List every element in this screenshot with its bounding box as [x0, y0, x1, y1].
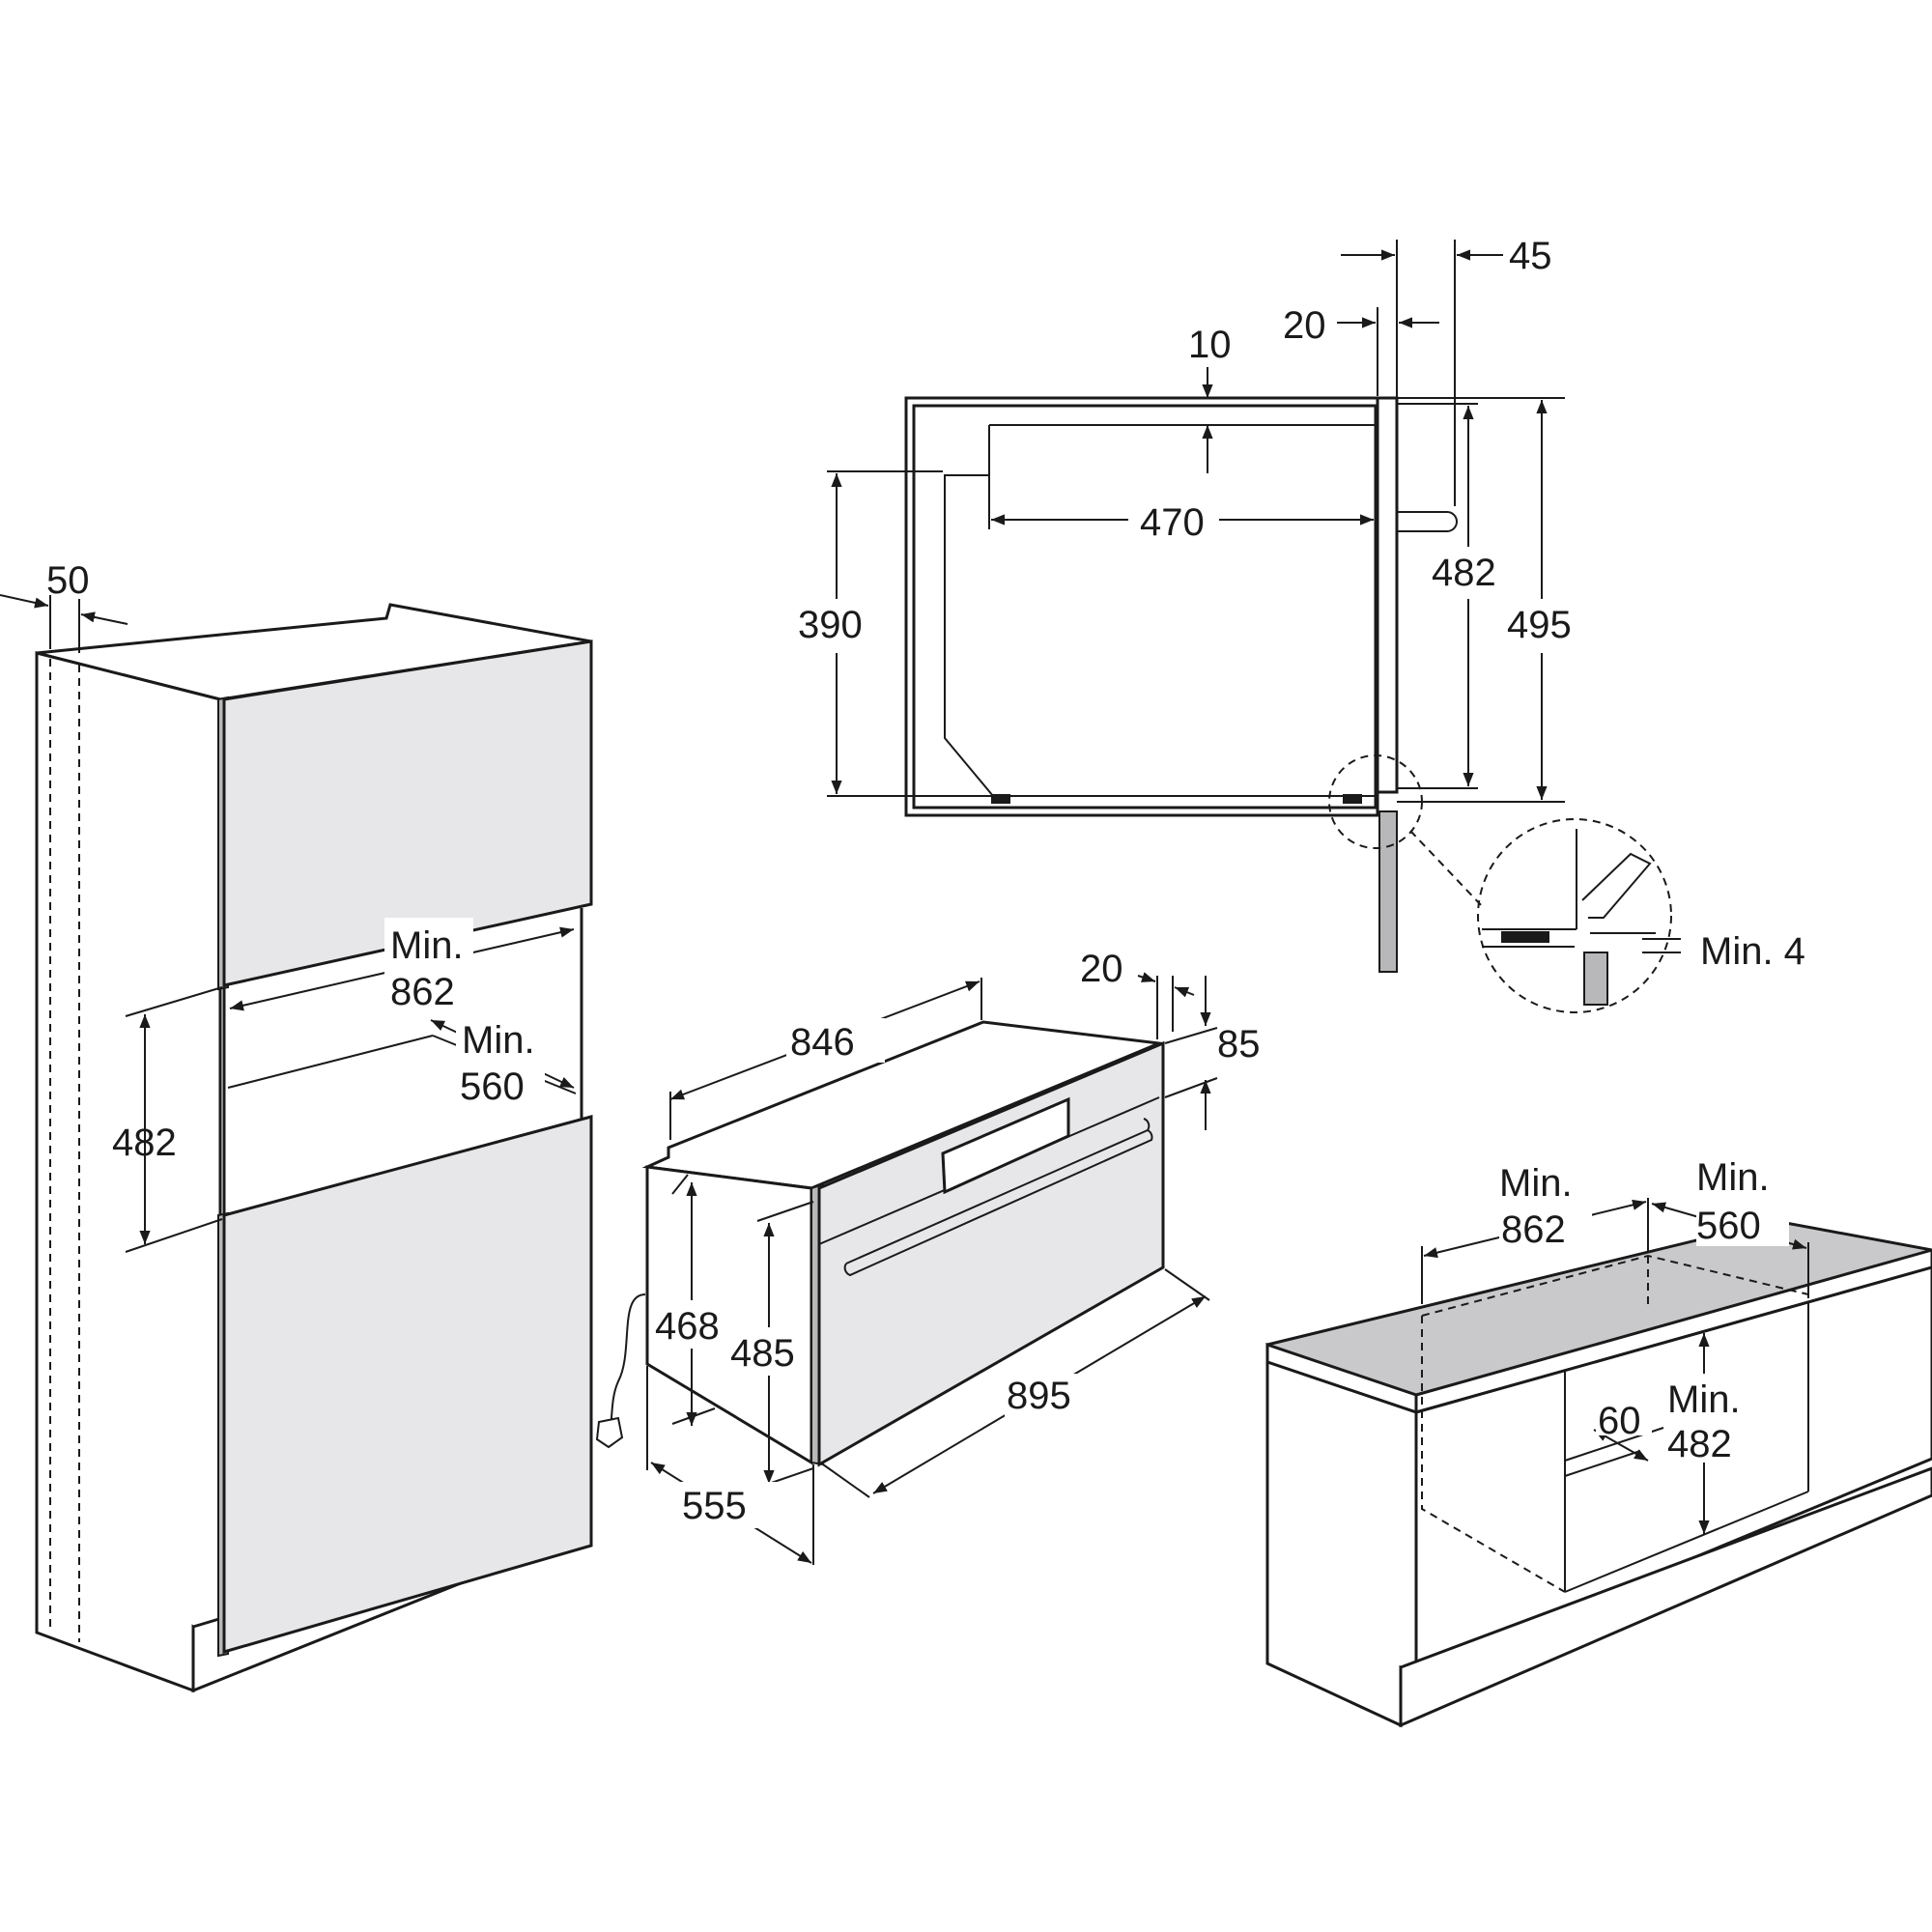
- dim-min-862-bg: [384, 918, 473, 1009]
- dim-468-ext-a: [671, 1174, 689, 1195]
- dim-b482-bg: [1665, 1378, 1762, 1463]
- dim-85-ext-a: [1164, 1027, 1218, 1044]
- dim-895-ext-b: [1164, 1268, 1210, 1301]
- niche-back-line: [227, 1035, 434, 1089]
- dim-482-ext-bottom: [125, 1218, 223, 1253]
- dim-468-ext-b: [671, 1407, 716, 1425]
- dim-470-label: 470: [1140, 501, 1205, 544]
- dim-555-bg: [680, 1482, 779, 1528]
- dim-min-862-value: 862: [390, 971, 455, 1013]
- dim-468-label: 468: [655, 1305, 720, 1348]
- base-cabinet-side: [1265, 1359, 1418, 1728]
- base-cabinet-plinth: [1399, 1466, 1932, 1728]
- base-niche-bottom: [1564, 1491, 1809, 1593]
- dim-min-560-value: 560: [460, 1065, 525, 1108]
- dim-20a-arrow-a: [1137, 972, 1156, 982]
- dim-b560-bg: [1696, 1155, 1789, 1246]
- detail-min-4-label: Min. 4: [1700, 930, 1805, 973]
- dim-85-label: 85: [1217, 1023, 1261, 1065]
- detail-door-edge: [1581, 852, 1652, 919]
- dim-895-label: 895: [1007, 1375, 1071, 1417]
- dim-482-ext-top: [125, 986, 223, 1017]
- dim-555-label: 555: [682, 1485, 747, 1527]
- cavity-profile: [944, 425, 1376, 797]
- dim-b862-value: 862: [1501, 1208, 1566, 1251]
- dim-495-label: 495: [1507, 604, 1572, 646]
- dim-20-label: 20: [1283, 304, 1326, 347]
- dim-85-ext-b: [1164, 1077, 1218, 1098]
- worktop-side-edge: [1414, 1248, 1932, 1414]
- power-cord: [606, 1293, 646, 1440]
- dim-20a-label: 20: [1080, 948, 1123, 990]
- section-outer: [904, 396, 1379, 817]
- base-cabinet-front: [1414, 1265, 1932, 1676]
- dim-60-label: 60: [1598, 1400, 1641, 1442]
- dim-b560-value: 560: [1696, 1205, 1761, 1247]
- dim-45-label: 45: [1509, 235, 1552, 277]
- detail-marker-circle: [1328, 754, 1423, 849]
- cross-section: 45 20 10 470 390 482 495: [798, 235, 1805, 1013]
- section-handle: [1397, 511, 1458, 532]
- dim-485-ext-a: [756, 1201, 814, 1222]
- dim-b560-min: Min.: [1696, 1156, 1770, 1199]
- power-plug: [595, 1416, 624, 1449]
- dim-895-bg: [1005, 1374, 1105, 1420]
- detail-content: [1482, 829, 1681, 1006]
- dim-min-560-bg: [456, 1012, 545, 1105]
- dim-10-label: 10: [1188, 324, 1232, 366]
- dim-b482-value: 482: [1667, 1423, 1732, 1465]
- dim-485-label: 485: [730, 1332, 795, 1375]
- dim-b862-bg: [1499, 1159, 1592, 1250]
- foot-right: [1343, 794, 1362, 804]
- dim-60-bg: [1596, 1397, 1652, 1435]
- dim-50-arrow-a: [0, 594, 49, 609]
- dim-b862-min: Min.: [1499, 1162, 1573, 1205]
- section-cabinet-panel: [1378, 810, 1398, 973]
- tall-cabinet: 50 482 Min. 862 Min. 560: [0, 559, 593, 1693]
- dim-846-bg: [786, 1018, 885, 1063]
- dim-min-862-min: Min.: [390, 924, 464, 967]
- appliance-display: [941, 1096, 1070, 1195]
- dim-482s-label: 482: [1432, 552, 1496, 594]
- detail-leader: [1409, 830, 1485, 909]
- upper-door: [222, 639, 593, 987]
- dim-482-label: 482: [112, 1122, 177, 1164]
- lower-door: [222, 1115, 593, 1654]
- dim-390-label: 390: [798, 604, 863, 646]
- dim-846-label: 846: [790, 1021, 855, 1064]
- appliance-handle: [843, 1118, 1153, 1277]
- section-door: [1376, 396, 1399, 794]
- section-outer-inner: [912, 404, 1378, 810]
- base-cabinet: Min. 862 Min. 560 60 Min. 482: [1265, 1155, 1932, 1728]
- base-hidden-left: [1421, 1316, 1566, 1593]
- detail-magnified-circle: [1477, 818, 1672, 1013]
- foot-left: [991, 794, 1010, 804]
- detail-foot: [1501, 931, 1549, 943]
- dim-20a-arrow-b: [1174, 986, 1195, 998]
- tall-cabinet-side: [35, 651, 222, 1693]
- dim-895-ext-a: [822, 1463, 870, 1498]
- appliance-drawer: 846 20 85 468 485 895: [595, 948, 1261, 1565]
- dim-50-label: 50: [46, 559, 90, 602]
- dim-b482-min: Min.: [1667, 1378, 1741, 1421]
- dim-min-560-min: Min.: [462, 1019, 535, 1062]
- dim-50-arrow-b: [80, 611, 128, 625]
- detail-panel: [1583, 952, 1608, 1006]
